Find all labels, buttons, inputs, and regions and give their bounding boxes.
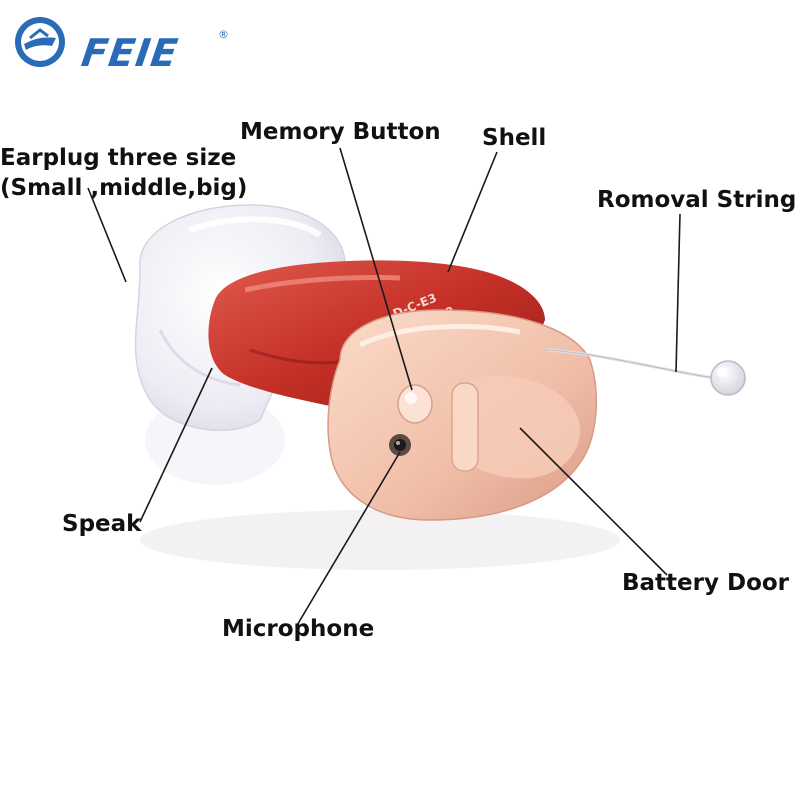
leader-earplug: [87, 187, 127, 283]
leader-memory-button: [339, 147, 413, 391]
label-removal-string: Romoval String: [597, 187, 797, 213]
device-shadow: [140, 510, 620, 570]
memory-button: [397, 384, 433, 424]
label-speak: Speak: [62, 511, 142, 537]
leader-lines: [87, 147, 681, 628]
label-battery-door: Battery Door: [622, 570, 790, 596]
label-earplug-line2: (Small ,middle,big): [0, 174, 248, 201]
label-microphone: Microphone: [222, 616, 375, 642]
leader-speak: [139, 367, 213, 523]
leader-microphone: [295, 451, 401, 628]
label-earplug-line1: Earplug three size: [0, 145, 237, 171]
registered-mark: ®: [218, 28, 229, 41]
label-memory-button: Memory Button: [240, 119, 441, 145]
label-shell: Shell: [482, 125, 547, 151]
battery-door: [450, 375, 580, 479]
brand-logo: FEIE ®: [12, 14, 229, 75]
leader-shell: [447, 151, 498, 273]
leader-battery-door: [519, 427, 668, 576]
logo-emblem-icon: [15, 17, 65, 67]
microphone-port: [389, 434, 411, 456]
removal-string: [547, 348, 746, 396]
label-earplug: Earplug three size (Small ,middle,big): [0, 144, 247, 204]
leader-removal-string: [675, 213, 681, 373]
brand-name: FEIE: [78, 31, 182, 75]
